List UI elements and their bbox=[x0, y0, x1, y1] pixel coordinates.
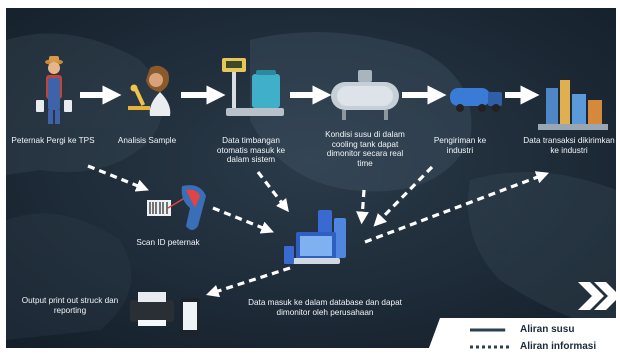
label-database: Data masuk ke dalam database dan dapat d… bbox=[248, 298, 402, 317]
server-icon bbox=[284, 210, 346, 264]
legend-dotted-label: Aliran informasi bbox=[520, 341, 597, 352]
info-arrow-scale-server bbox=[256, 171, 289, 213]
label-farmer: Peternak Pergi ke TPS bbox=[11, 136, 95, 145]
cooling-tank-icon bbox=[331, 70, 399, 120]
label-transaction: Data transaksi dikirimkan ke industri bbox=[523, 136, 615, 155]
info-arrow-farmer-scan bbox=[87, 164, 149, 192]
label-delivery: Pengiriman ke industri bbox=[433, 136, 487, 155]
cow-silhouettes bbox=[6, 32, 616, 340]
farmer-icon bbox=[36, 56, 72, 124]
legend bbox=[426, 318, 616, 356]
label-scan: Scan ID peternak bbox=[136, 238, 200, 247]
info-arrow-server-output bbox=[205, 266, 291, 298]
info-arrow-server-industry bbox=[364, 171, 549, 244]
label-output: Output print out struck dan reporting bbox=[21, 296, 119, 315]
label-cooling: Kondisi susu di dalam cooling tank dapat… bbox=[325, 130, 405, 168]
background-panel bbox=[6, 8, 616, 348]
label-scale: Data timbangan otomatis masuk ke dalam s… bbox=[216, 136, 286, 165]
double-chevron-icon[interactable] bbox=[578, 282, 620, 310]
info-arrow-tank-server bbox=[356, 189, 369, 225]
printer-icon bbox=[130, 292, 174, 326]
factory-icon bbox=[538, 80, 608, 130]
info-arrow-scan-server bbox=[212, 206, 274, 234]
scale-icon bbox=[222, 58, 284, 116]
barcode-scanner-icon bbox=[147, 185, 206, 230]
legend-solid-label: Aliran susu bbox=[520, 324, 575, 335]
phone-icon bbox=[180, 298, 200, 336]
info-arrow-delivery-server bbox=[373, 165, 434, 227]
info-flow-arrows bbox=[87, 164, 549, 298]
tanker-truck-icon bbox=[450, 88, 502, 112]
microscope-icon bbox=[128, 65, 171, 116]
label-analysis: Analisis Sample bbox=[117, 136, 177, 145]
